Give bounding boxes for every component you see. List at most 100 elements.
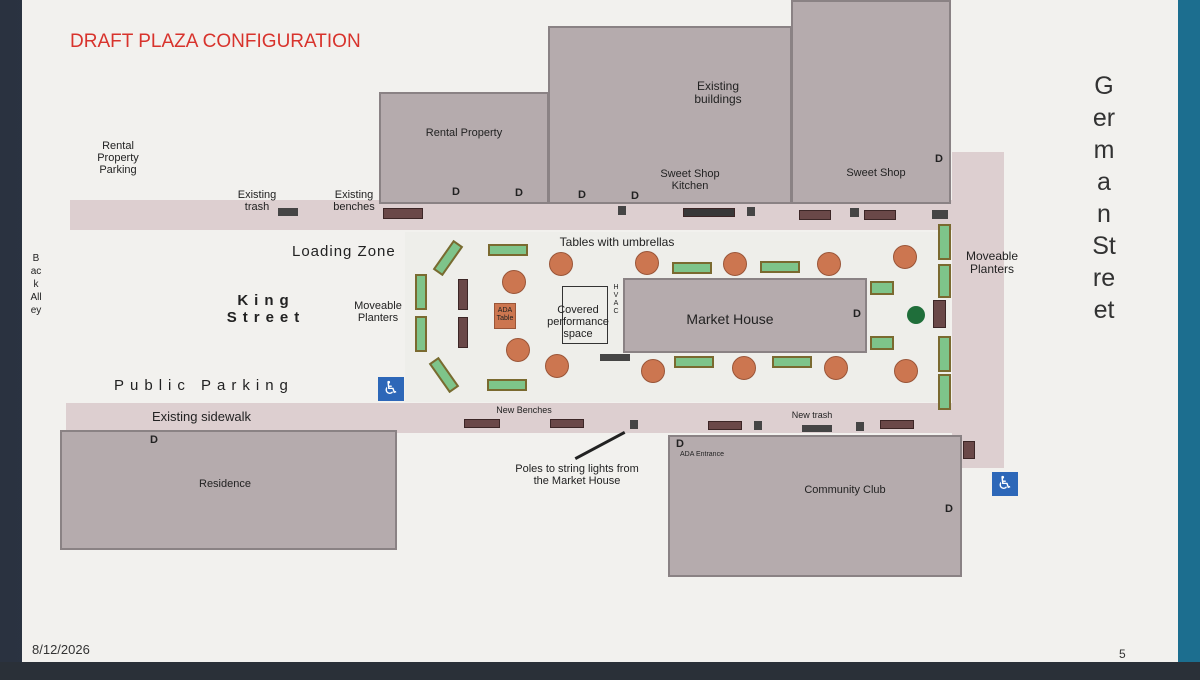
planter xyxy=(870,336,894,350)
planter xyxy=(415,274,427,310)
planter xyxy=(938,336,951,372)
trash-can xyxy=(278,208,298,216)
tree-marker xyxy=(907,306,925,324)
ada-entrance-label: ADA Entrance xyxy=(680,451,724,458)
covered-performance-label: Covered performance space xyxy=(547,304,609,341)
trash-can xyxy=(600,354,630,361)
residence-label: Residence xyxy=(199,478,251,490)
planter xyxy=(672,262,712,274)
market-house-label: Market House xyxy=(686,311,774,327)
accessibility-icon: ♿ xyxy=(992,472,1018,496)
umbrella-table xyxy=(893,245,917,269)
moveable-planters-left-label: Moveable Planters xyxy=(354,300,402,325)
photo-edge xyxy=(1178,0,1200,680)
residence-building xyxy=(60,430,397,550)
king-street-label: King Street xyxy=(226,292,306,326)
light-pole-line xyxy=(574,431,626,460)
existing-sidewalk-label: Existing sidewalk xyxy=(152,409,251,424)
sweet-shop-building xyxy=(791,0,951,204)
german-street-label: German Street xyxy=(1092,72,1116,324)
door-marker: D xyxy=(515,187,523,199)
umbrella-table xyxy=(502,270,526,294)
slide: DRAFT PLAZA CONFIGURATION Rental Propert… xyxy=(22,0,1178,662)
existing-benches-label: Existing benches xyxy=(333,189,375,214)
planter xyxy=(772,356,812,368)
trash-can xyxy=(850,208,859,217)
planter xyxy=(487,379,527,391)
market-house-building xyxy=(623,278,867,353)
planter xyxy=(938,264,951,298)
community-club-label: Community Club xyxy=(804,484,886,496)
bench xyxy=(880,420,914,429)
umbrella-table xyxy=(545,354,569,378)
bench xyxy=(550,419,584,428)
trash-can xyxy=(618,206,626,215)
planter xyxy=(674,356,714,368)
existing-buildings-label: Existing buildings xyxy=(694,79,742,107)
poles-label: Poles to string lights from the Market H… xyxy=(515,463,639,488)
bench xyxy=(464,419,500,428)
loading-zone-label: Loading Zone xyxy=(292,243,396,260)
door-marker: D xyxy=(935,153,943,165)
community-club-building xyxy=(668,435,962,577)
bench xyxy=(458,317,468,348)
covered-performance-outline xyxy=(562,286,608,344)
door-marker: D xyxy=(452,186,460,198)
umbrella-table xyxy=(894,359,918,383)
rental-property-label: Rental Property xyxy=(425,127,503,139)
planter xyxy=(415,316,427,352)
door-marker: D xyxy=(676,438,684,450)
door-marker: D xyxy=(150,434,158,446)
umbrella-table xyxy=(817,252,841,276)
bench xyxy=(683,208,735,217)
accessibility-icon: ♿ xyxy=(378,377,404,401)
hvac-label: H V A C xyxy=(613,284,619,315)
umbrella-table xyxy=(641,359,665,383)
trash-can xyxy=(932,210,948,219)
trash-can xyxy=(856,422,864,431)
bench xyxy=(933,300,946,328)
planter xyxy=(488,244,528,256)
slide-title: DRAFT PLAZA CONFIGURATION xyxy=(70,31,361,52)
ada-table xyxy=(494,303,516,329)
new-benches-label: New Benches xyxy=(496,405,552,415)
existing-trash-label: Existing trash xyxy=(237,189,277,214)
photo-bottom-edge xyxy=(0,662,1200,680)
trash-can xyxy=(754,421,762,430)
planter xyxy=(938,224,951,260)
sweet-shop-kitchen-label: Sweet Shop Kitchen xyxy=(660,168,720,193)
door-marker: D xyxy=(945,503,953,515)
lower-walkway xyxy=(66,403,1004,433)
door-marker: D xyxy=(631,190,639,202)
ada-table-label: ADA Table xyxy=(496,307,514,322)
planter xyxy=(760,261,800,273)
slide-date: 8/12/2026 xyxy=(32,642,90,657)
sweet-shop-label: Sweet Shop xyxy=(846,167,906,179)
trash-can xyxy=(630,420,638,429)
trash-can xyxy=(747,207,755,216)
slide-page-number: 5 xyxy=(1119,647,1126,661)
bench xyxy=(383,208,423,219)
planter xyxy=(938,374,951,410)
umbrella-table xyxy=(549,252,573,276)
bench xyxy=(799,210,831,220)
umbrella-table xyxy=(506,338,530,362)
bench xyxy=(708,421,742,430)
umbrella-table xyxy=(723,252,747,276)
door-marker: D xyxy=(853,308,861,320)
umbrella-table xyxy=(824,356,848,380)
tables-with-umbrellas-label: Tables with umbrellas xyxy=(559,235,675,249)
umbrella-table xyxy=(732,356,756,380)
bench xyxy=(963,441,975,459)
umbrella-table xyxy=(635,251,659,275)
planter xyxy=(870,281,894,295)
german-street-walkway xyxy=(952,152,1004,468)
new-trash-label: New trash xyxy=(791,410,833,420)
moveable-planters-right-label: Moveable Planters xyxy=(965,249,1019,277)
bench xyxy=(458,279,468,310)
bench xyxy=(864,210,896,220)
rental-property-building xyxy=(379,92,549,204)
back-alley-label: Back Alley xyxy=(30,253,42,316)
trash-can xyxy=(802,425,832,432)
